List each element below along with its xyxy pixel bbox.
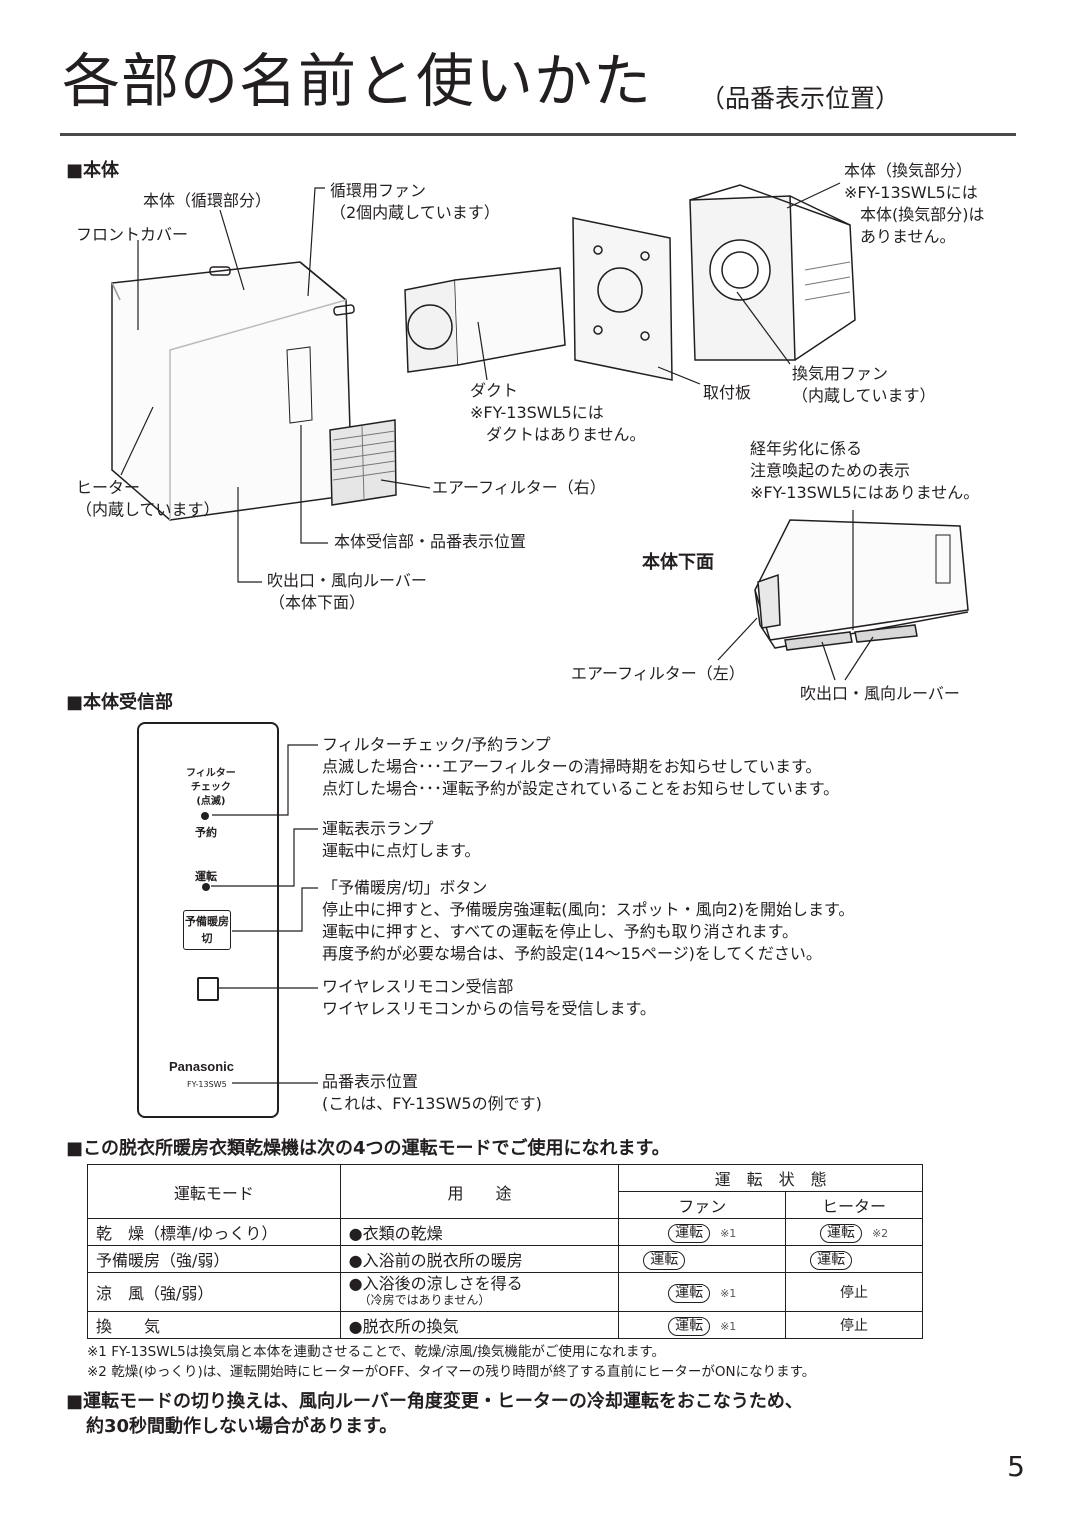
- label-front-cover: フロントカバー: [76, 225, 189, 244]
- yobi-danbou-off-button[interactable]: 予備暖房 切: [183, 910, 231, 950]
- th-mode: 運転モード: [87, 1164, 341, 1219]
- label-aging-notice: 経年劣化に係る 注意喚起のための表示 ※FY-13SWL5にはありません。: [750, 439, 980, 502]
- section-heading-receiver: ■本体受信部: [66, 692, 174, 713]
- bottom-note: ■運転モードの切り換えは、風向ルーバー角度変更・ヒーターの冷却運転をおこなうため…: [66, 1391, 803, 1437]
- label-bottom-view: 本体下面: [642, 552, 714, 573]
- modes-heading: ■この脱衣所暖房衣類乾燥機は次の4つの運転モードでご使用になれます。: [66, 1138, 670, 1159]
- footnote-2: ※2 乾燥(ゆっくり)は、運転開始時にヒーターがOFF、タイマーの残り時間が終了…: [87, 1364, 816, 1380]
- label-toritsuke: 取付板: [703, 383, 752, 402]
- table-row: 涼 風（強/弱） ●入浴後の涼しさを得る （冷房ではありません） 運転※1 停止: [87, 1272, 923, 1312]
- page-subtitle: （品番表示位置）: [700, 84, 901, 113]
- filter-check-lamp: [201, 812, 209, 820]
- label-receiver-position: 本体受信部・品番表示位置: [334, 532, 527, 551]
- table-row: 予備暖房（強/弱） ●入浴前の脱衣所の暖房 運転 運転: [87, 1245, 923, 1273]
- title-underline: [60, 133, 1016, 136]
- label-junkan: 本体（循環部分）: [143, 191, 272, 210]
- page-number: 5: [1007, 1450, 1025, 1483]
- label-heater: ヒーター （内蔵しています）: [76, 478, 220, 519]
- label-filter-left: エアーフィルター（左）: [571, 664, 745, 683]
- table-row: 乾 燥（標準/ゆっくり） ●衣類の乾燥 運転※1 運転※2: [87, 1218, 923, 1246]
- main-unit-illustration: [111, 184, 856, 521]
- table-row: 換 気 ●脱衣所の換気 運転※1 停止: [87, 1311, 923, 1339]
- desc-filter-lamp: フィルターチェック/予約ランプ 点滅した場合･･･エアーフィルターの清掃時期をお…: [322, 735, 840, 798]
- section-heading-body: ■本体: [66, 160, 120, 181]
- label-outlet: 吹出口・風向ルーバー （本体下面）: [267, 571, 427, 612]
- brand-logo: Panasonic: [169, 1059, 235, 1074]
- label-filter-right: エアーフィルター（右）: [432, 478, 606, 497]
- bottom-view-illustration: [754, 519, 969, 651]
- label-junkan-fan: 循環用ファン （2個内蔵しています）: [330, 181, 500, 222]
- th-state: 運 転 状 態: [618, 1164, 923, 1192]
- label-duct: ダクト ※FY-13SWL5には ダクトはありません。: [470, 381, 646, 444]
- remote-receiver-window: [197, 977, 219, 1001]
- filter-check-label: フィルター チェック (点滅): [186, 768, 236, 807]
- label-outlet-bottom: 吹出口・風向ルーバー: [800, 684, 960, 703]
- desc-model-position: 品番表示位置 (これは、FY-13SW5の例です): [322, 1072, 542, 1113]
- unten-lamp: [202, 883, 210, 891]
- panel-leader-lines: [211, 744, 318, 1084]
- desc-yobi-button: 「予備暖房/切」ボタン 停止中に押すと、予備暖房強運転(風向：スポット・風向2)…: [322, 878, 855, 963]
- desc-remote-receiver: ワイヤレスリモコン受信部 ワイヤレスリモコンからの信号を受信します。: [322, 977, 656, 1018]
- th-fan: ファン: [618, 1191, 787, 1219]
- model-number-label: FY-13SW5: [187, 1080, 227, 1089]
- footnote-1: ※1 FY-13SWL5は換気扇と本体を連動させることで、乾燥/涼風/換気機能が…: [87, 1344, 665, 1360]
- th-use: 用 途: [339, 1164, 620, 1219]
- label-kanki-fan: 換気用ファン （内蔵しています）: [792, 364, 936, 405]
- receiver-panel: フィルター チェック (点滅) 予約 運転 予備暖房 切 Panasonic F…: [137, 722, 279, 1118]
- unten-label: 運転: [195, 870, 217, 883]
- desc-run-lamp: 運転表示ランプ 運転中に点灯します。: [322, 819, 481, 860]
- leader-lines: [120, 182, 874, 681]
- th-heater: ヒーター: [785, 1191, 923, 1219]
- label-kanki-unit: 本体（換気部分） ※FY-13SWL5には 本体(換気部分)は ありません。: [844, 161, 985, 246]
- page-title: 各部の名前と使いかた: [62, 47, 653, 115]
- yoyaku-label: 予約: [195, 826, 217, 839]
- modes-table: 運転モード 用 途 運 転 状 態 ファン ヒーター 乾 燥（標準/ゆっくり） …: [87, 1164, 923, 1339]
